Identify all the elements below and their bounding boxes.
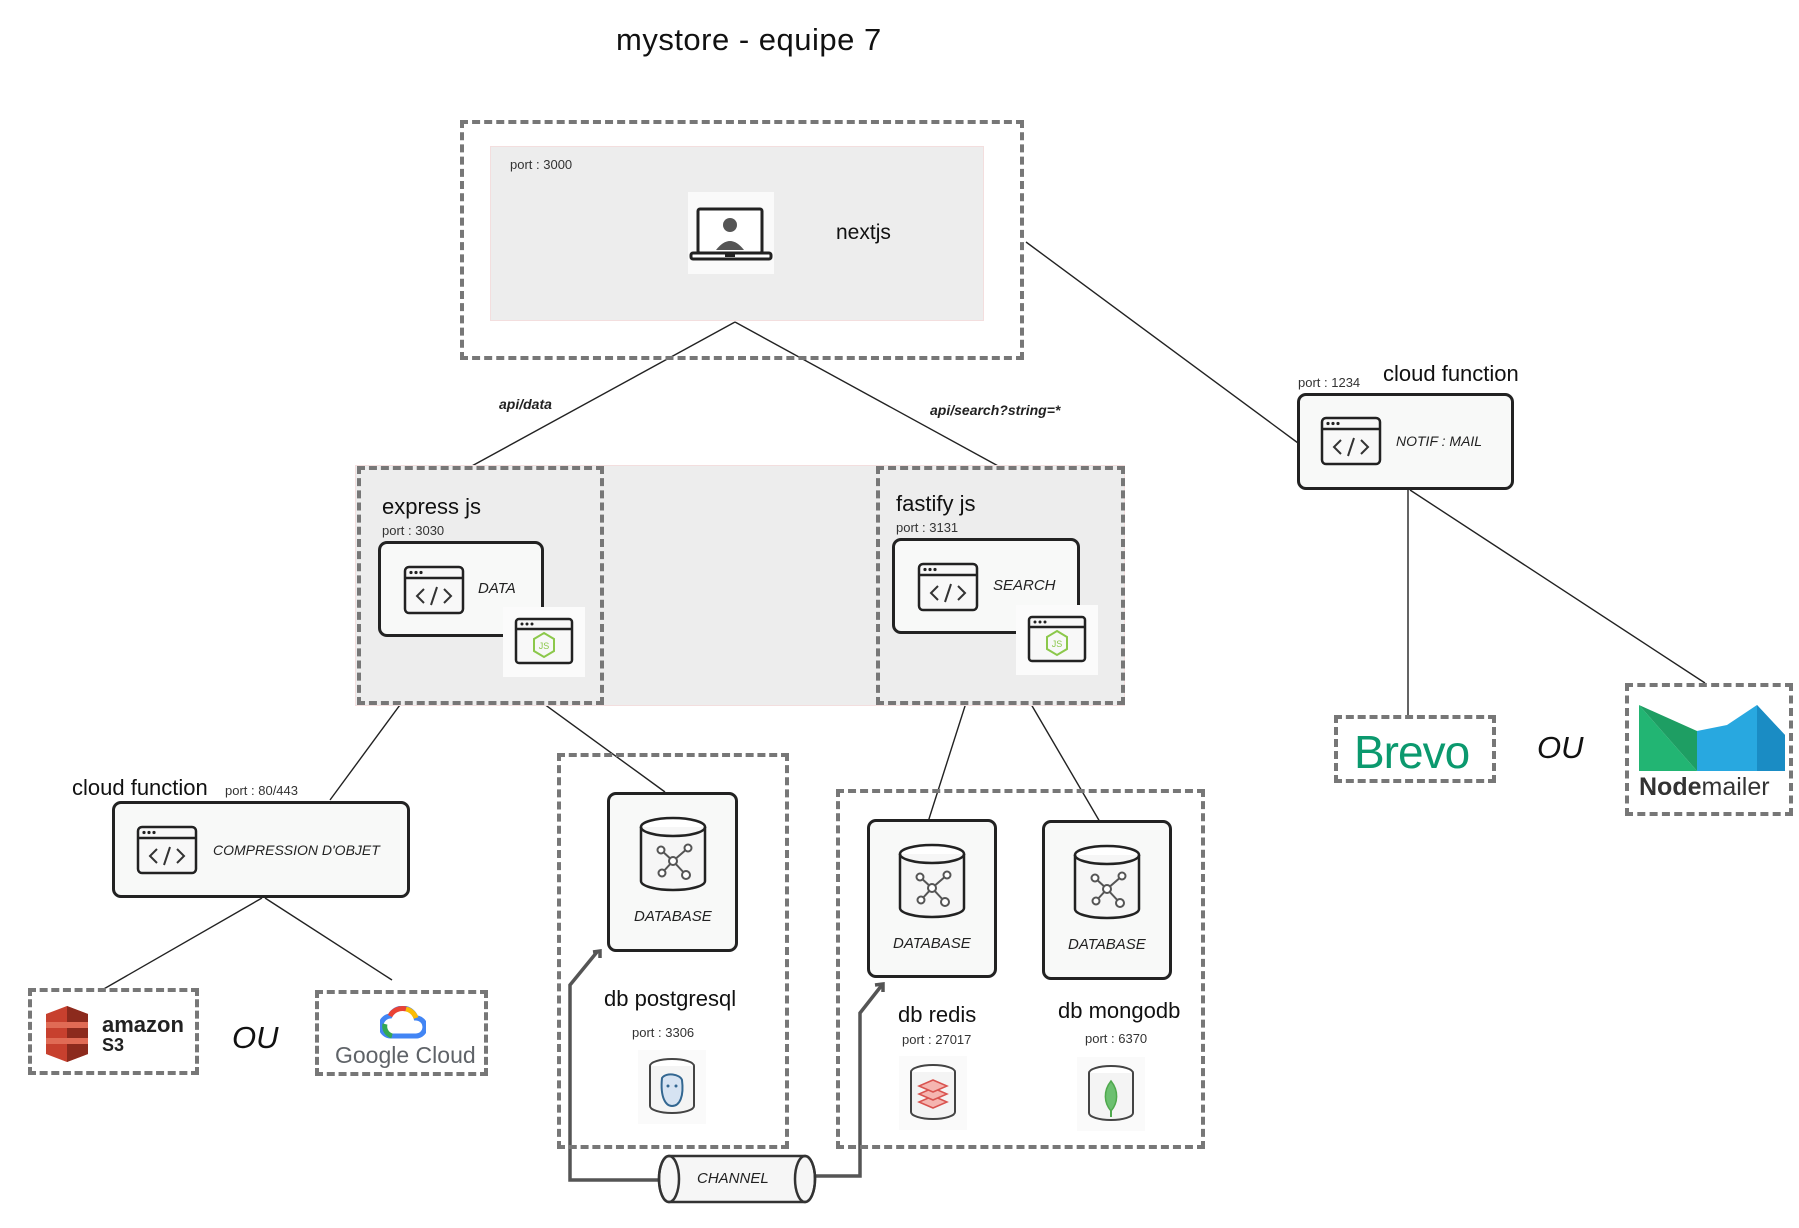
- google-cloud-wordmark: Google Cloud: [335, 1042, 476, 1068]
- nodemailer-box: Nodemailer: [1625, 683, 1793, 816]
- amazon-wordmark: amazon: [102, 1012, 184, 1037]
- diagram-title: mystore - equipe 7: [616, 22, 882, 57]
- mongodb-port: port : 6370: [1085, 1031, 1148, 1046]
- frontend-group: [460, 120, 1024, 360]
- fastify-group: [876, 466, 1125, 705]
- nodemailer-mark-icon: [1639, 705, 1785, 776]
- nosql-group: [836, 789, 1205, 1149]
- postgres-name: db postgresql: [604, 986, 737, 1011]
- code-window-icon: [403, 565, 465, 620]
- database-icon: [897, 842, 967, 929]
- fastify-name: fastify js: [896, 491, 976, 516]
- brevo-logo: Brevo: [1354, 726, 1470, 778]
- postgresql-icon: [638, 1050, 706, 1124]
- redis-icon: [899, 1056, 967, 1130]
- frontend-port: port : 3000: [510, 157, 573, 172]
- notif-port: port : 1234: [1298, 375, 1361, 390]
- channel-arrow-postgres: [568, 950, 660, 1182]
- edge-nextjs-express: [469, 321, 736, 468]
- s3-wordmark: S3: [102, 1035, 125, 1055]
- brevo-box: Brevo: [1334, 715, 1496, 783]
- edge-nextjs-fastify: [734, 321, 1001, 468]
- nodejs-icon: JS: [1016, 605, 1098, 675]
- database-icon: [1072, 843, 1142, 930]
- edge-nextjs-notif: [1025, 241, 1299, 444]
- redis-port: port : 27017: [902, 1032, 972, 1047]
- express-group: [357, 466, 604, 705]
- redis-name: db redis: [898, 1002, 977, 1027]
- redis-db-label: DATABASE: [893, 935, 971, 952]
- compression-port: port : 80/443: [225, 783, 298, 798]
- nodemailer-wordmark-bold: Node: [1639, 773, 1702, 801]
- laptop-user-icon: [688, 192, 774, 274]
- google-cloud-box: Google Cloud: [315, 990, 488, 1076]
- route-search-label: api/search?string=*: [930, 402, 1061, 418]
- channel-label: CHANNEL: [697, 1170, 769, 1187]
- svg-text:JS: JS: [539, 641, 550, 651]
- mongodb-name: db mongodb: [1058, 998, 1181, 1023]
- fastify-port: port : 3131: [896, 520, 959, 535]
- code-window-icon: [1320, 416, 1382, 471]
- google-cloud-icon: [378, 1005, 428, 1045]
- storage-or-label: OU: [232, 1020, 279, 1055]
- fastify-service-label: SEARCH: [993, 577, 1056, 594]
- compression-title: cloud function: [72, 775, 208, 800]
- svg-text:JS: JS: [1052, 639, 1063, 649]
- mail-or-label: OU: [1537, 730, 1584, 765]
- amazon-s3-box: amazon S3: [28, 988, 199, 1075]
- postgres-db-label: DATABASE: [634, 908, 712, 925]
- frontend-name: nextjs: [836, 221, 891, 244]
- amazon-s3-icon: [42, 1004, 92, 1069]
- notif-title: cloud function: [1383, 361, 1519, 386]
- nodemailer-wordmark: Nodemailer: [1639, 773, 1770, 802]
- mongodb-icon: [1077, 1057, 1145, 1131]
- postgres-group: [557, 753, 789, 1149]
- compression-service-label: COMPRESSION D'OBJET: [213, 842, 380, 858]
- channel-pipe-icon[interactable]: [657, 1153, 817, 1210]
- nodejs-icon: JS: [503, 607, 585, 677]
- code-window-icon: [917, 562, 979, 617]
- mongodb-db-label: DATABASE: [1068, 936, 1146, 953]
- nodemailer-wordmark-rest: mailer: [1701, 773, 1770, 801]
- express-port: port : 3030: [382, 523, 445, 538]
- code-window-icon: [136, 825, 198, 880]
- edge-notif-nodemailer: [1409, 489, 1706, 684]
- postgres-port: port : 3306: [632, 1025, 695, 1040]
- route-data-label: api/data: [499, 396, 552, 412]
- edge-compression-amazon: [101, 897, 263, 991]
- express-name: express js: [382, 494, 482, 519]
- database-icon: [638, 815, 708, 902]
- edge-compression-google: [264, 897, 393, 981]
- notif-service-label: NOTIF : MAIL: [1396, 433, 1483, 449]
- express-service-label: DATA: [478, 580, 516, 597]
- channel-arrow-redis: [813, 983, 884, 1178]
